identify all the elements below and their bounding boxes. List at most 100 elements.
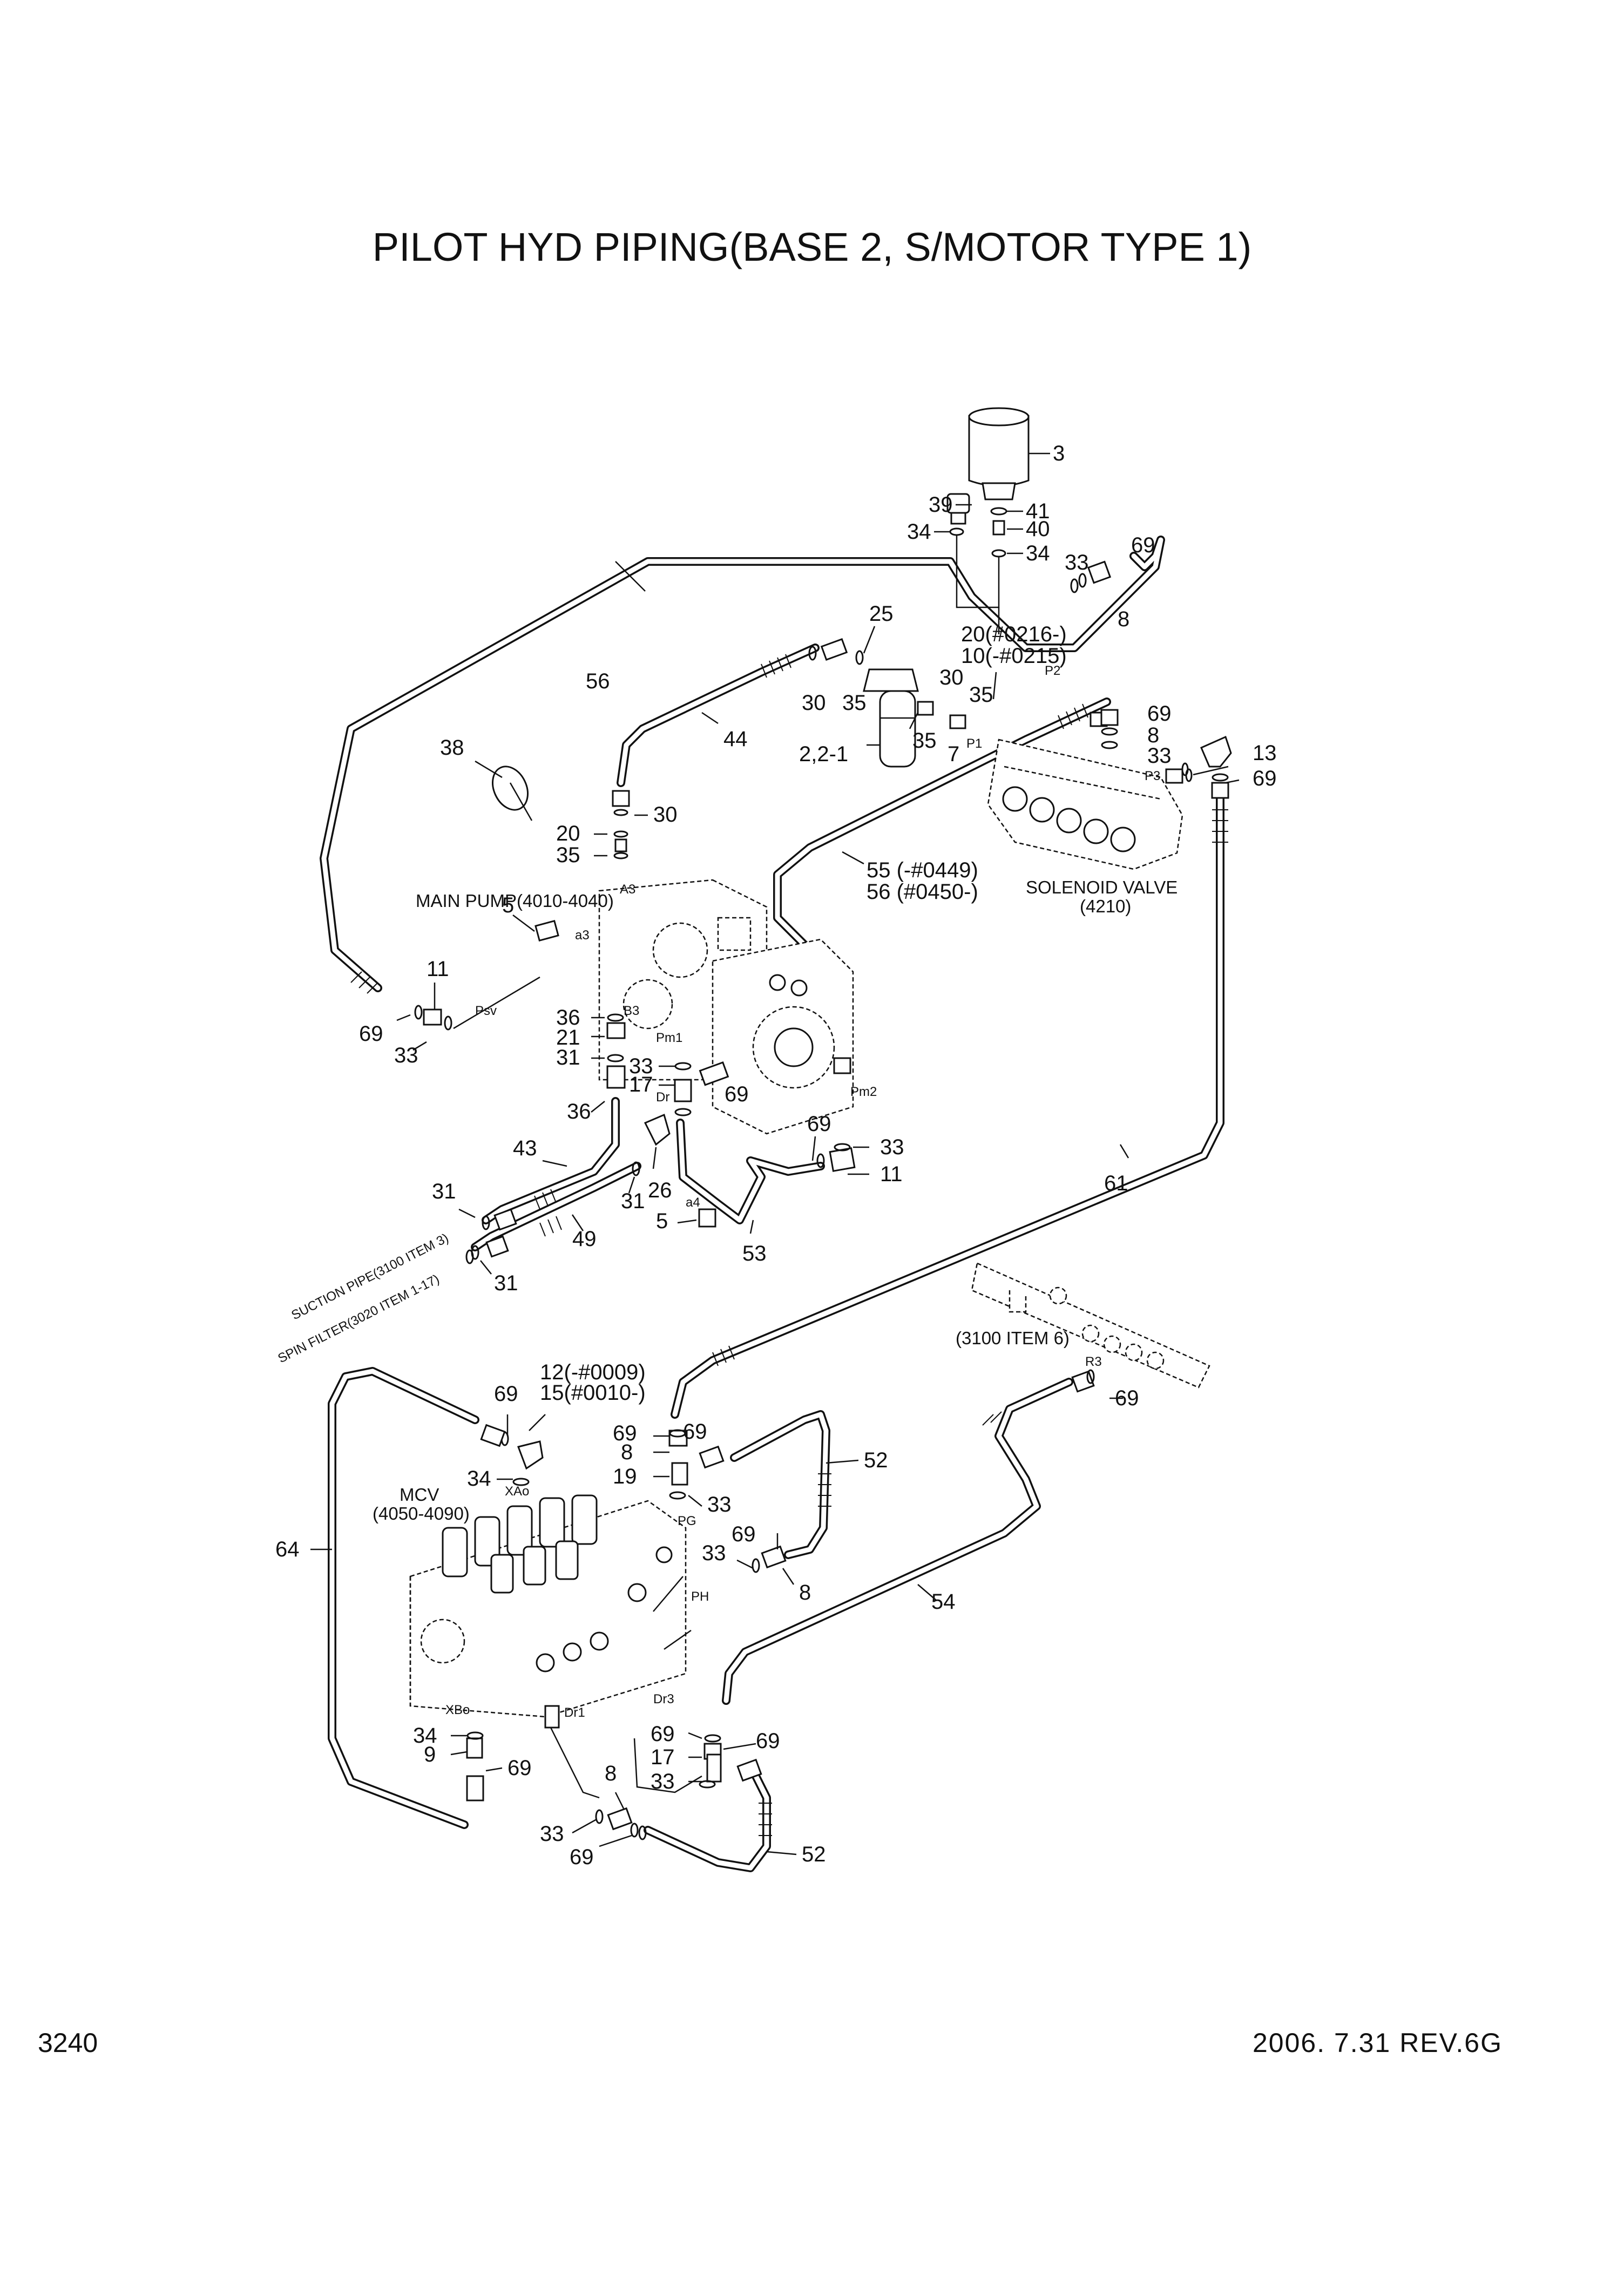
page-title: PILOT HYD PIPING(BASE 2, S/MOTOR TYPE 1) (372, 225, 1252, 269)
port-label-b3: B3 (624, 1004, 639, 1018)
callout-13: 13 (1253, 741, 1277, 765)
callout-11: 11 (427, 957, 449, 981)
callout-34: 34 (413, 1724, 437, 1748)
callout-31: 31 (494, 1271, 518, 1295)
revision-date: 2006. 7.31 REV.6G (1252, 2028, 1503, 2058)
callout-9: 9 (424, 1743, 436, 1766)
port-label-pm1: Pm1 (656, 1031, 682, 1045)
callout-30: 30 (802, 691, 826, 715)
callout-41: 41 (1026, 499, 1050, 523)
callout-8: 8 (605, 1762, 617, 1785)
callout-35: 35 (556, 843, 580, 867)
callout-43: 43 (513, 1136, 537, 1160)
hose-53 (676, 1119, 825, 1224)
callout-33: 33 (702, 1541, 726, 1565)
callout-69: 69 (1131, 533, 1155, 557)
port-label-p1: P1 (966, 736, 982, 751)
port-label-xao: XAo (505, 1484, 529, 1499)
drain-line-dr1 (544, 1716, 702, 1799)
callout-30: 30 (653, 803, 678, 827)
hose-54 (722, 1378, 1073, 1705)
callout-52: 52 (864, 1448, 888, 1472)
callout-55-0449: 55 (-#0449) (867, 858, 978, 882)
callout-8: 8 (1147, 723, 1159, 747)
clamp-38 (492, 766, 533, 821)
callout-33: 33 (394, 1044, 418, 1067)
plug-39 (946, 493, 970, 525)
callout-11: 11 (880, 1162, 903, 1186)
callout-61: 61 (1104, 1171, 1128, 1195)
callout-31: 31 (432, 1180, 456, 1203)
callout-35: 35 (842, 691, 867, 715)
callout-33: 33 (1147, 744, 1172, 768)
callout-69: 69 (1147, 702, 1172, 726)
callout-69: 69 (683, 1420, 707, 1444)
port-label-dr: Dr (656, 1090, 669, 1105)
callout-33: 33 (629, 1054, 653, 1078)
callout-25: 25 (869, 602, 894, 626)
label-mcv: MCV (400, 1485, 439, 1505)
callout-31: 31 (556, 1046, 580, 1069)
port-label-xbo: XBo (445, 1703, 470, 1717)
callout-69: 69 (570, 1845, 594, 1869)
filter-element-3 (968, 407, 1030, 500)
page-number: 3240 (38, 2028, 98, 2058)
hose-61 (671, 792, 1224, 1419)
port-label-pm2: Pm2 (850, 1085, 877, 1099)
callout-44: 44 (723, 727, 748, 751)
mcv-block (409, 1494, 687, 1729)
callout-36: 36 (556, 1006, 580, 1030)
main-pump-assembly (598, 879, 854, 1135)
callout-20: 20 (556, 822, 580, 845)
callout-39: 39 (929, 493, 953, 517)
callout-8: 8 (1118, 607, 1129, 631)
hose-64 (328, 1367, 479, 1829)
callout-10-0215: 10(-#0215) (961, 644, 1067, 668)
callout-30: 30 (939, 666, 964, 689)
callout-69: 69 (725, 1082, 749, 1106)
callout-33: 33 (707, 1493, 732, 1516)
callout-2-2-1: 2,2-1 (799, 742, 848, 766)
hose-52-lower (644, 1772, 771, 1872)
port-label-psv: Psv (475, 1004, 497, 1018)
callout-69: 69 (494, 1382, 518, 1406)
hose-49 (471, 1162, 641, 1251)
port-label-dr3: Dr3 (653, 1692, 674, 1706)
port-label-p3: P3 (1145, 769, 1160, 783)
callout-69: 69 (651, 1722, 675, 1746)
callout-64: 64 (275, 1538, 300, 1561)
callout-7: 7 (948, 742, 959, 766)
leader-lines (310, 452, 1240, 1855)
solenoid-valve-block (987, 712, 1193, 870)
callout-33: 33 (1065, 551, 1089, 574)
port-label-pg: PG (678, 1514, 696, 1528)
port-label-dr1: Dr1 (564, 1705, 585, 1720)
callout-26: 26 (648, 1179, 672, 1202)
callout-12-0009: 12(-#0009) (540, 1360, 646, 1384)
elbow-13 (1200, 735, 1232, 799)
hose-43 (482, 1097, 620, 1224)
callout-69: 69 (1115, 1386, 1139, 1410)
callout-69: 69 (508, 1756, 532, 1780)
callout-69: 69 (732, 1522, 756, 1546)
callout-3: 3 (1053, 442, 1065, 465)
callout-40: 40 (1026, 517, 1050, 541)
callout-5: 5 (656, 1209, 668, 1233)
callout-20-0216: 20(#0216-) (961, 622, 1067, 646)
item6-manifold (971, 1262, 1210, 1393)
label-mcv-ref: (4050-4090) (373, 1504, 470, 1523)
callout-69: 69 (807, 1112, 831, 1136)
callout-33: 33 (651, 1770, 675, 1793)
callout-69: 69 (359, 1022, 383, 1046)
hose-44 (617, 644, 820, 787)
elbow-25 (808, 638, 864, 665)
port-label-ph: PH (691, 1589, 709, 1604)
callout-35: 35 (969, 683, 993, 707)
label-solenoid-valve: SOLENOID VALVE (1026, 877, 1178, 897)
line-filter-2 (863, 668, 966, 768)
callout-15-0010: 15(#0010-) (540, 1381, 646, 1405)
suction-fittings (465, 1161, 640, 1264)
callout-69: 69 (1253, 767, 1277, 790)
callout-56-0450: 56 (#0450-) (867, 880, 978, 904)
